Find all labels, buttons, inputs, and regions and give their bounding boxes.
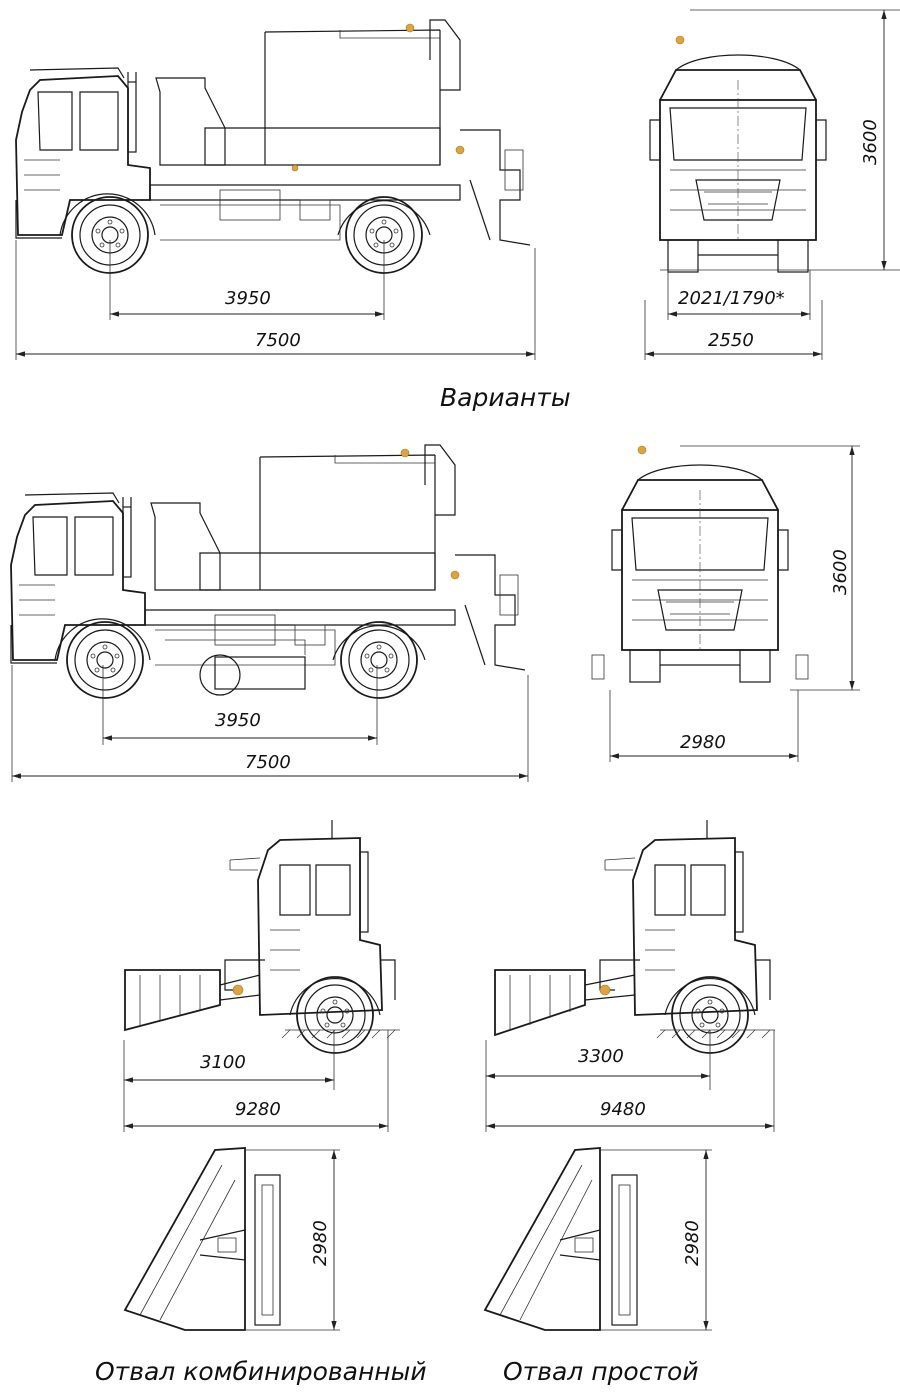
simple-plow-truck	[494, 819, 775, 1054]
base-height-label: 3600	[860, 119, 881, 165]
combined-blade-width-label: 2980	[310, 1220, 331, 1266]
simple-plow-dimensions	[485, 1030, 775, 1132]
combined-blade-top-view	[123, 1147, 340, 1331]
base-side-view	[15, 19, 531, 274]
simple-plow-caption: Отвал простой	[503, 1357, 699, 1386]
simple-blade-top-view	[483, 1147, 712, 1331]
base-front-dimensions	[644, 9, 900, 360]
base-length-label: 7500	[255, 330, 301, 351]
combined-plow-caption: Отвал комбинированный	[95, 1357, 427, 1386]
base-wheelbase-label: 3950	[225, 288, 271, 309]
combined-plow-truck	[124, 819, 400, 1054]
brush-front-dimensions	[609, 445, 860, 762]
brush-width-label: 2980	[680, 732, 726, 753]
simple-front-to-axle-label: 3300	[578, 1046, 624, 1067]
simple-blade-width-label: 2980	[682, 1220, 703, 1266]
brush-length-label: 7500	[245, 752, 291, 773]
base-dimensions	[15, 240, 536, 360]
combined-length-label: 9280	[235, 1099, 281, 1120]
base-front-view	[649, 35, 827, 273]
brush-height-label: 3600	[830, 549, 851, 595]
brush-wheelbase-label: 3950	[215, 710, 261, 731]
brush-front-view	[591, 445, 809, 683]
brush-dimensions	[11, 665, 529, 782]
base-width-label: 2550	[708, 330, 754, 351]
base-track-label: 2021/1790*	[678, 288, 785, 309]
variants-title: Варианты	[440, 383, 571, 412]
combined-plow-dimensions	[123, 1030, 389, 1132]
combined-front-to-axle-label: 3100	[200, 1052, 246, 1073]
brush-side-view	[10, 444, 526, 699]
simple-length-label: 9480	[600, 1099, 646, 1120]
